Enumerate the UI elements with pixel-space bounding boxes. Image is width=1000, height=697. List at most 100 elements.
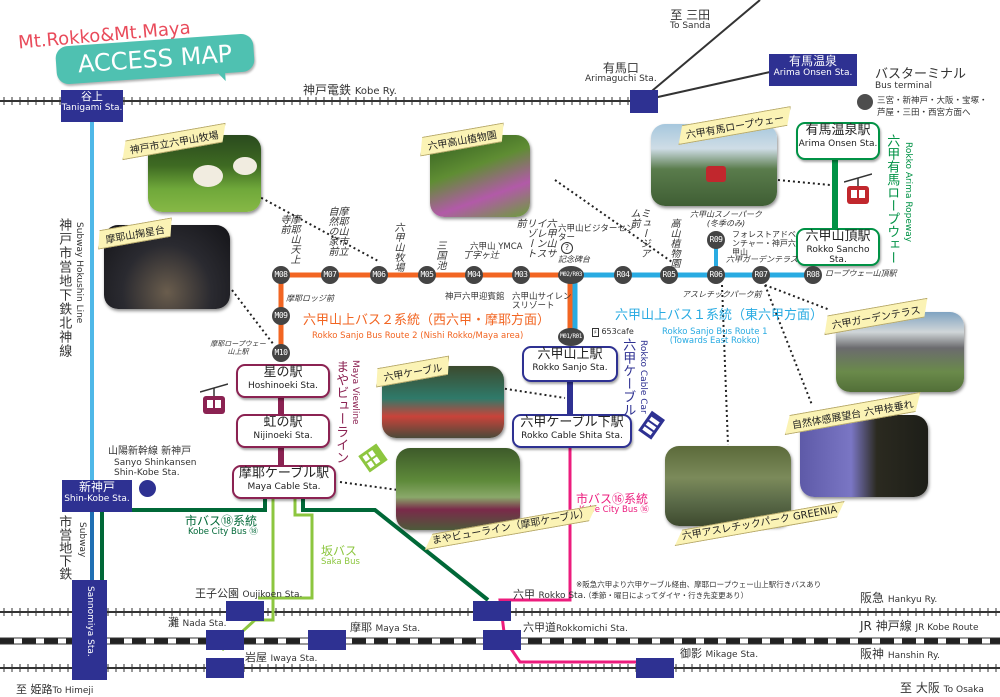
bus-terminal-destinations: 三宮・新神戸・大阪・宝塚・芦屋・三田・西宮方面へ: [877, 96, 988, 118]
stop-label-m06: 六甲山牧場: [392, 222, 403, 272]
station-iwaya[interactable]: [206, 658, 244, 678]
bus-stop-r09[interactable]: R09: [707, 231, 725, 249]
rokko-cablecar-icon: [638, 410, 666, 440]
bus-stop-m07[interactable]: M07: [321, 266, 339, 284]
maya-cablecar-icon: [358, 443, 388, 473]
bus-route-1-en: Rokko Sanjo Bus Route 1(Towards East Rok…: [662, 327, 768, 347]
rokkomichi-label: 六甲道Rokkomichi Sta.: [523, 621, 628, 634]
mikage-label: 御影 Mikage Sta.: [680, 647, 759, 660]
bus-stop-m10[interactable]: M10: [272, 344, 290, 362]
bus-stop-m04[interactable]: M04: [465, 266, 483, 284]
bus-route-2-jp: 六甲山上バス２系統（西六甲・摩耶方面）: [303, 313, 551, 328]
photo-shidare: [800, 415, 928, 497]
stop-label-m02: 記念碑台: [558, 255, 590, 264]
hanshin-railway-track: [0, 664, 1000, 672]
maya-viewline-en: Maya Viewline: [349, 360, 360, 425]
bus-stop-r08[interactable]: R08: [804, 266, 822, 284]
bus-stop-r07[interactable]: R07: [752, 266, 770, 284]
facility-forest-adventure: フォレストアドベンチャー・神戸六甲山: [732, 230, 796, 257]
bus-stop-m01-r01[interactable]: M01/R01: [558, 328, 584, 346]
station-rokko[interactable]: [473, 601, 511, 621]
facility-visitor-center: 六甲山ビジターセンター: [558, 224, 635, 244]
station-sannomiya[interactable]: Sannomiya Sta.: [72, 580, 107, 680]
bus-stop-r06[interactable]: R06: [707, 266, 725, 284]
photo-greenia: [665, 446, 791, 526]
bus-route-1-jp: 六甲山上バス１系統（東六甲方面）: [615, 308, 824, 323]
stop-label-r06: アスレチックパーク前: [682, 290, 762, 299]
maya-gondola-icon: [200, 383, 228, 414]
arima-ropeway-en: Rokko Arima Ropeway: [902, 142, 913, 243]
info-icon: ?: [561, 242, 573, 254]
subway-en: Subway: [76, 522, 87, 558]
stop-label-m07: 摩耶山市立自然の家前: [326, 206, 347, 256]
stop-label-m03: 六甲山サイレンスリゾート前: [514, 218, 555, 258]
station-nada[interactable]: [206, 630, 244, 650]
restaurant-icon: ♯: [592, 328, 599, 337]
bus-route-2-en: Rokko Sanjo Bus Route 2 (Nishi Rokko/May…: [312, 331, 524, 341]
rokko-label: 六甲 Rokko Sta.: [513, 588, 586, 601]
stop-label-m09: 摩耶ロッジ前: [286, 294, 334, 303]
subway-hokushin-en: Subway Hokushin Line: [73, 222, 84, 324]
nada-label: 灘 Nada Sta.: [168, 616, 227, 629]
bus-stop-m05[interactable]: M05: [418, 266, 436, 284]
stop-label-r04: ミュージアム前: [628, 208, 649, 258]
stop-label-r05: 高山植物園: [668, 218, 679, 268]
stop-label-m10: 摩耶ロープウェー山上駅: [210, 340, 266, 356]
direction-osaka: 至 大阪 To Osaka: [900, 681, 984, 695]
direction-himeji: 至 姫路To Himeji: [16, 683, 94, 696]
station-mikage[interactable]: [636, 658, 674, 678]
bus-stop-r04[interactable]: R04: [614, 266, 632, 284]
rokko-cable-en: Rokko Cable Car: [637, 340, 648, 414]
bus-note: ※阪急六甲より六甲ケーブル経由、摩耶ロープウェー山上駅行きバスあり（季節・曜日に…: [576, 580, 822, 600]
bus-stop-m06[interactable]: M06: [370, 266, 388, 284]
subway-hokushin-jp: 神戸市営地下鉄北神線: [56, 218, 72, 358]
stop-label-m04: 丁字ヶ辻: [463, 251, 500, 261]
bus-stop-m09[interactable]: M09: [272, 307, 290, 325]
photo-maya-viewline: [396, 448, 520, 530]
stop-label-r09: 六甲山スノーパーク(冬季のみ): [690, 210, 762, 228]
hankyu-label: 阪急 Hankyu Ry.: [860, 591, 938, 605]
facility-653cafe: ♯ 653cafe: [592, 327, 634, 337]
station-rokkomichi[interactable]: [483, 630, 521, 650]
stop-label-r08: ロープウェー山頂駅: [825, 269, 897, 278]
stop-label-m08: 摩耶山天上寺前: [278, 214, 299, 264]
station-arimaguchi[interactable]: [630, 90, 658, 113]
hanshin-label: 阪神 Hanshin Ry.: [860, 647, 940, 661]
bus-stop-m03[interactable]: M03: [512, 266, 530, 284]
facility-silence-resort: 六甲山サイレンスリゾート: [512, 292, 572, 312]
maya-label: 摩耶 Maya Sta.: [350, 621, 421, 634]
iwaya-label: 岩屋 Iwaya Sta.: [245, 651, 318, 664]
kobe-railway-label: 神戸電鉄 Kobe Ry.: [303, 83, 397, 97]
gondola-icon: [844, 173, 872, 204]
station-oujikoen[interactable]: [226, 601, 264, 621]
stop-label-r07: 六甲ガーデンテラス: [726, 255, 798, 264]
subway-jp: 市営地下鉄: [56, 515, 72, 580]
bus-terminal-icon: [857, 94, 873, 110]
stop-label-m05: 三国池: [434, 240, 445, 270]
bus-stop-m02-r03[interactable]: M02/R03: [558, 266, 584, 284]
bus-stop-m08[interactable]: M08: [272, 266, 290, 284]
oujikoen-label: 王子公園 Oujikoen Sta.: [195, 587, 303, 600]
photo-leader-lines: [181, 154, 831, 491]
shinkansen-station-icon[interactable]: [139, 480, 156, 497]
bus-stop-r05[interactable]: R05: [660, 266, 678, 284]
arima-ropeway-jp: 六甲有馬ロープウェー: [884, 134, 900, 264]
station-maya[interactable]: [308, 630, 346, 650]
